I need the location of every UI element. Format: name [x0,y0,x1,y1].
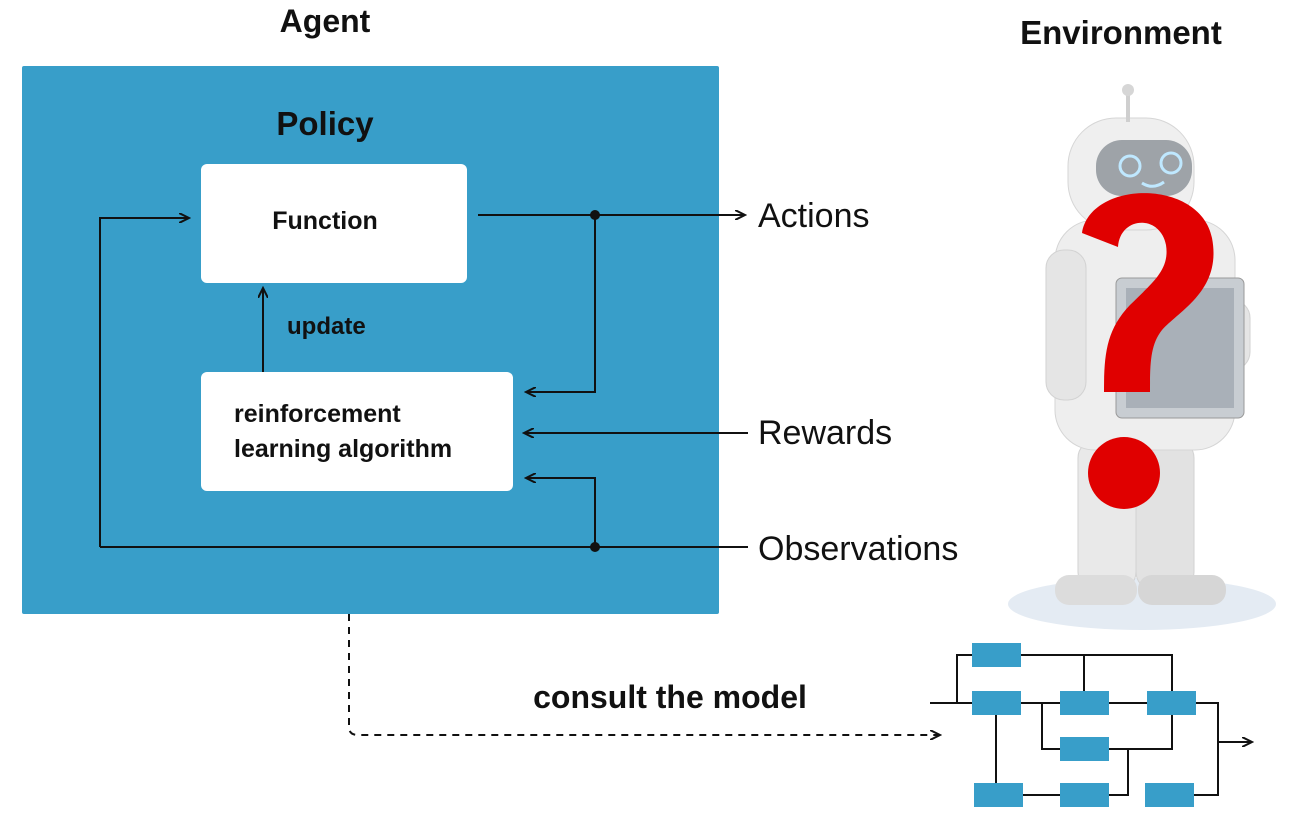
actions-label: Actions [758,197,870,235]
model-block [1147,691,1196,715]
model-blocks [972,643,1196,807]
agent-box [22,66,719,614]
block-diagram-model-icon [930,654,1252,796]
model-block [972,643,1021,667]
update-label: update [287,313,366,340]
rewards-label: Rewards [758,414,892,452]
agent-heading: Agent [280,3,371,39]
function-box [201,164,467,283]
rl-algorithm-label-line1: reinforcement [234,400,401,428]
observations-to-rl-arrow [526,478,596,547]
function-label: Function [272,207,378,235]
consult-label: consult the model [533,679,807,715]
rl-algorithm-label-line2: learning algorithm [234,435,452,463]
model-block [972,691,1021,715]
model-block [1060,737,1109,761]
policy-heading: Policy [276,105,374,142]
rl-algorithm-box [201,372,513,491]
model-block [1145,783,1194,807]
observations-label: Observations [758,530,958,568]
model-block [1060,691,1109,715]
observations-to-function-arrow [99,218,189,547]
model-block [974,783,1023,807]
environment-heading: Environment [1020,14,1222,51]
consult-dashed-arrow [348,614,940,735]
actions-feedback-arrow [526,215,596,392]
model-block [1060,783,1109,807]
robot-with-question-mark-icon [1008,84,1276,630]
